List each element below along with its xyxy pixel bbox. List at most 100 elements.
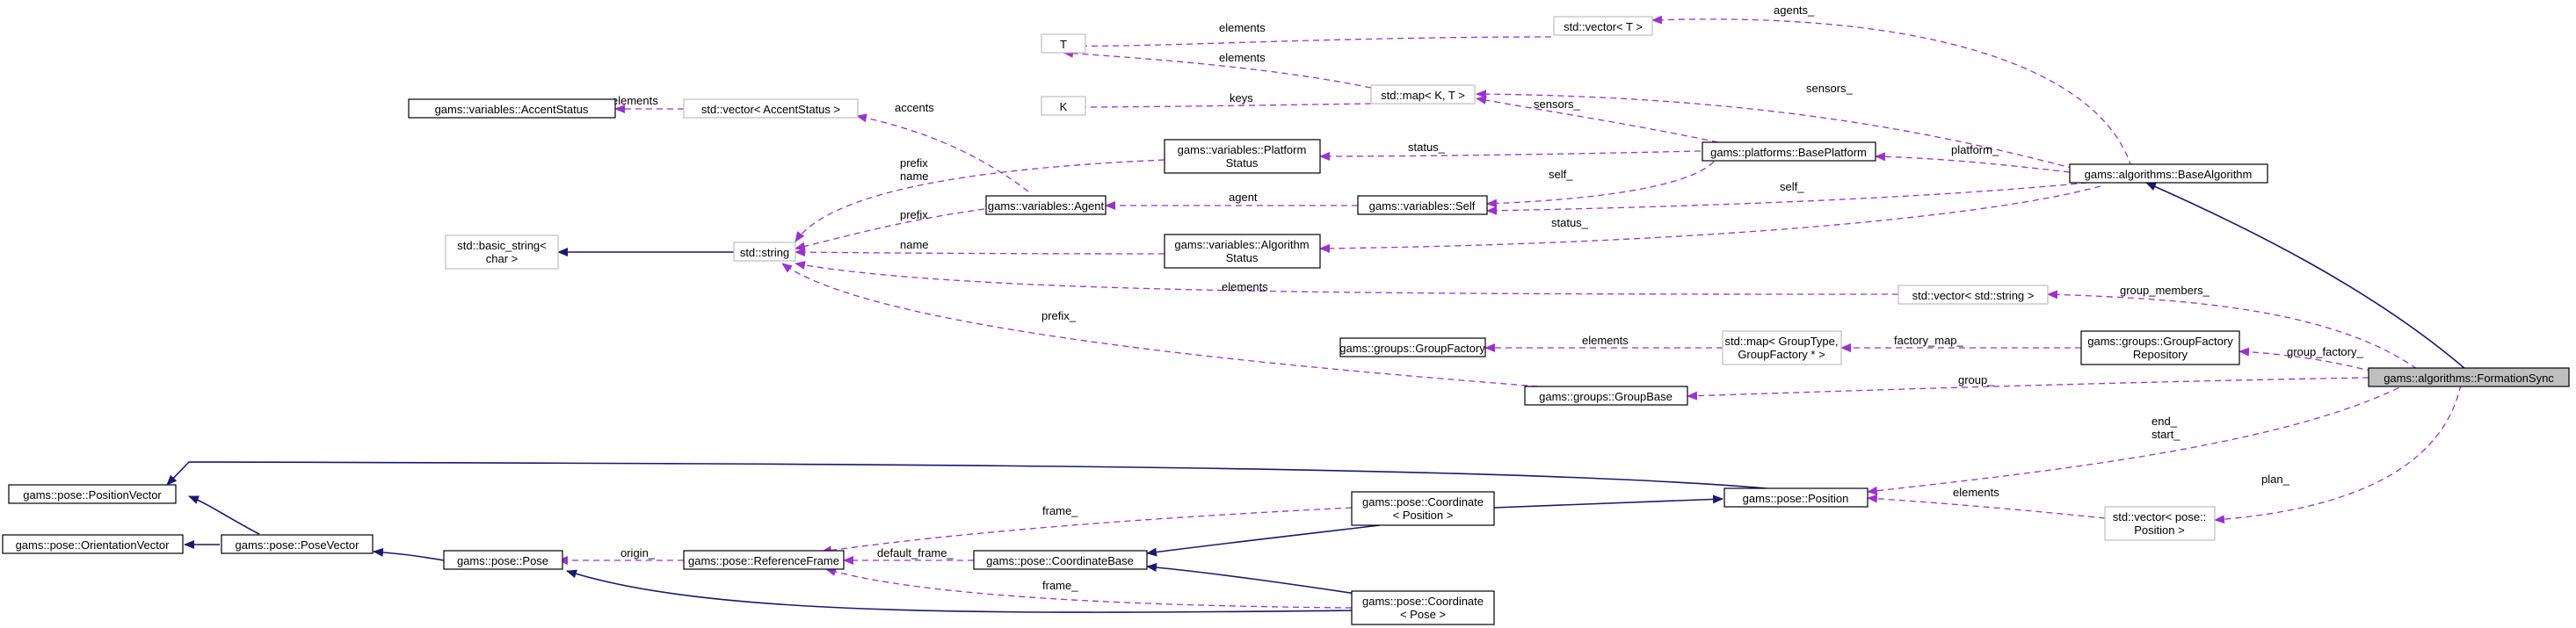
edge-position-position-vector — [166, 461, 1767, 489]
node-vector-string[interactable]: std::vector< std::string > — [1898, 285, 2049, 305]
node-position-vector[interactable]: gams::pose::PositionVector — [8, 484, 177, 504]
label-sensors-top: sensors_ — [1806, 82, 1854, 95]
label-group-members: group_members_ — [2120, 284, 2210, 297]
edge-coordinate-pose-pose — [566, 569, 1353, 613]
svg-text:std::vector< pose::Position >: std::vector< pose::Position > — [2113, 510, 2207, 537]
edges — [166, 15, 2466, 613]
node-vector-t[interactable]: std::vector< T > — [1553, 16, 1653, 36]
edge-ps-status — [1319, 150, 1702, 161]
svg-text:gams::pose::OrientationVector: gams::pose::OrientationVector — [16, 538, 171, 552]
svg-text:gams::pose::Position: gams::pose::Position — [1743, 492, 1849, 505]
edge-prefix — [781, 263, 1539, 387]
node-map-k-t[interactable]: std::map< K, T > — [1370, 84, 1476, 105]
edge-vp-elements — [1867, 494, 2106, 519]
label-plan: plan_ — [2261, 473, 2290, 486]
label-vector-t-elements: elements — [1219, 21, 1266, 34]
svg-text:gams::variables::AccentStatus: gams::variables::AccentStatus — [435, 103, 589, 116]
edge-agent-prefix — [795, 208, 985, 251]
label-as-name: name — [900, 238, 929, 251]
edge-sensors-top — [1476, 90, 2075, 170]
svg-text:gams::platforms::BasePlatform: gams::platforms::BasePlatform — [1710, 146, 1867, 159]
node-basic-string[interactable]: std::basic_string<char > — [445, 235, 559, 270]
label-string-elements: elements — [1222, 280, 1268, 293]
label-group: group_ — [1958, 373, 1994, 386]
node-coordinate-base[interactable]: gams::pose::CoordinateBase — [973, 550, 1148, 570]
node-accent-status[interactable]: gams::variables::AccentStatus — [408, 98, 616, 119]
edge-pose-pose-vector — [373, 547, 445, 561]
svg-text:gams::variables::Agent: gams::variables::Agent — [988, 199, 1105, 213]
edge-group — [1687, 377, 2369, 401]
svg-text:std::map< K, T >: std::map< K, T > — [1381, 89, 1465, 102]
node-pose[interactable]: gams::pose::Pose — [443, 550, 563, 570]
node-self[interactable]: gams::variables::Self — [1357, 195, 1488, 215]
edge-agents — [1651, 15, 2132, 168]
edge-platform — [1875, 152, 2071, 173]
svg-text:gams::pose::Coordinate< Pose >: gams::pose::Coordinate< Pose > — [1362, 595, 1484, 621]
node-position[interactable]: gams::pose::Position — [1723, 487, 1869, 508]
node-base-platform[interactable]: gams::platforms::BasePlatform — [1702, 141, 1876, 162]
label-cp-frame: frame_ — [1042, 504, 1078, 517]
label-origin: origin_ — [620, 546, 656, 559]
svg-text:gams::pose::CoordinateBase: gams::pose::CoordinateBase — [986, 554, 1134, 567]
node-string[interactable]: std::string — [733, 242, 796, 262]
node-vector-position[interactable]: std::vector< pose::Position > — [2104, 506, 2216, 541]
svg-text:K: K — [1060, 100, 1068, 113]
label-self-platform: self_ — [1549, 168, 1573, 181]
edge-sensors-mid — [1476, 96, 1719, 143]
label-default-frame: default_frame_ — [877, 546, 954, 559]
label-accent-elements: elements — [612, 94, 658, 107]
svg-text:gams::groups::GroupFactory: gams::groups::GroupFactory — [1339, 342, 1485, 355]
node-reference-frame[interactable]: gams::pose::ReferenceFrame — [683, 550, 845, 570]
node-base-algorithm[interactable]: gams::algorithms::BaseAlgorithm — [2069, 163, 2268, 184]
node-agent[interactable]: gams::variables::Agent — [985, 195, 1107, 215]
edge-pose-vector-position-vector — [188, 495, 260, 535]
node-vector-accent[interactable]: std::vector< AccentStatus > — [683, 98, 859, 119]
node-t[interactable]: T — [1041, 33, 1086, 54]
node-k[interactable]: K — [1041, 96, 1086, 116]
label-group-factory: group_factory_ — [2287, 345, 2363, 358]
label-cpose-frame: frame_ — [1042, 579, 1078, 592]
label-self-algorithm: self_ — [1780, 180, 1804, 193]
node-orientation-vector[interactable]: gams::pose::OrientationVector — [2, 534, 184, 554]
edge-as-status — [1319, 185, 2101, 253]
label-sensors-mid: sensors_ — [1534, 97, 1581, 111]
edge-vector-t-elements — [1054, 36, 1552, 51]
svg-text:gams::groups::GroupBase: gams::groups::GroupBase — [1539, 390, 1673, 403]
node-group-base[interactable]: gams::groups::GroupBase — [1524, 386, 1688, 406]
label-keys: keys — [1230, 91, 1253, 105]
node-coordinate-position[interactable]: gams::pose::Coordinate< Position > — [1351, 491, 1495, 526]
svg-text:T: T — [1060, 38, 1067, 51]
node-group-factory[interactable]: gams::groups::GroupFactory — [1339, 337, 1486, 357]
node-map-group[interactable]: std::map< GroupType,GroupFactory * > — [1722, 330, 1842, 365]
label-vp-elements: elements — [1953, 486, 1999, 499]
edge-end-start — [1867, 382, 2409, 495]
svg-text:gams::algorithms::BaseAlgorith: gams::algorithms::BaseAlgorithm — [2085, 168, 2253, 181]
label-agents: agents_ — [1774, 4, 1815, 17]
edge-labels: agents_ elements elements keys sensors_ … — [612, 4, 2363, 592]
svg-text:gams::pose::ReferenceFrame: gams::pose::ReferenceFrame — [688, 554, 839, 567]
label-ps-status: status_ — [1408, 141, 1446, 154]
svg-text:std::string: std::string — [740, 246, 789, 259]
label-accents: accents — [895, 101, 934, 114]
edge-plan — [2214, 384, 2462, 524]
svg-text:gams::pose::PoseVector: gams::pose::PoseVector — [236, 538, 360, 552]
label-platform: platform_ — [1951, 143, 1999, 156]
node-coordinate-pose[interactable]: gams::pose::Coordinate< Pose > — [1351, 590, 1495, 625]
edge-ps-prefix-name — [795, 159, 1165, 242]
edge-group-factory — [2239, 347, 2374, 372]
node-formation-sync[interactable]: gams::algorithms::FormationSync — [2368, 367, 2570, 387]
label-end-start: end_start_ — [2152, 415, 2181, 441]
edge-cpose-frame — [825, 567, 1353, 609]
svg-text:std::basic_string<char >: std::basic_string<char > — [457, 239, 547, 265]
edge-map-elements — [1063, 48, 1372, 89]
node-pose-vector[interactable]: gams::pose::PoseVector — [221, 534, 374, 554]
svg-text:gams::pose::Coordinate< Positi: gams::pose::Coordinate< Position > — [1362, 495, 1484, 522]
edge-coordinate-position-coordinate-base — [1146, 524, 1381, 557]
